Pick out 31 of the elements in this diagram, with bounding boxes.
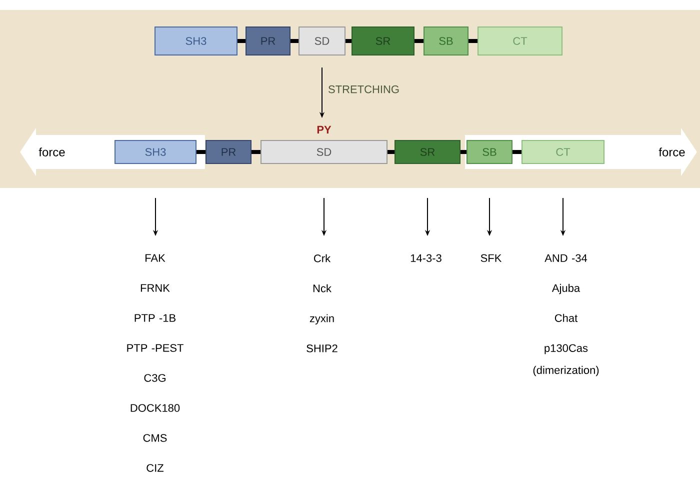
- linker: [346, 39, 352, 43]
- phospho-label: PY: [317, 126, 332, 134]
- domain-box: SR: [394, 140, 460, 164]
- linker: [290, 39, 298, 43]
- domain-box: SB: [466, 140, 512, 164]
- protein-list: Crk Nck zyxin SHIP2: [306, 254, 338, 352]
- domain-box: PR: [206, 140, 252, 164]
- protein-list: FAK FRNK PTP -1B PTP -PEST C3G DOCK180 CMS CIZ: [127, 254, 184, 472]
- domain-box: SD: [260, 140, 388, 164]
- protein-list: AND -34 Ajuba Chat p130Cas (dimerization): [533, 254, 599, 376]
- force-label: force: [38, 148, 65, 156]
- domain-box: CT: [478, 26, 562, 56]
- linker: [414, 39, 424, 43]
- edge-label: STRETCHING: [327, 84, 400, 94]
- domain-box: SH3: [114, 140, 196, 164]
- domain-box: PR: [246, 26, 290, 56]
- linker: [196, 150, 206, 154]
- domain-box: SH3: [154, 26, 238, 56]
- domain-box: SR: [352, 26, 414, 56]
- force-label: force: [658, 148, 685, 156]
- linker: [468, 39, 478, 43]
- domain-box: SD: [298, 26, 346, 56]
- linker: [388, 150, 394, 154]
- linker: [238, 39, 246, 43]
- domain-box: CT: [522, 140, 604, 164]
- protein-list: 14-3-3: [410, 254, 442, 262]
- linker: [512, 150, 522, 154]
- domain-box: SB: [424, 26, 468, 56]
- linker: [252, 150, 260, 154]
- linker: [460, 150, 466, 154]
- protein-list: SFK: [480, 254, 502, 262]
